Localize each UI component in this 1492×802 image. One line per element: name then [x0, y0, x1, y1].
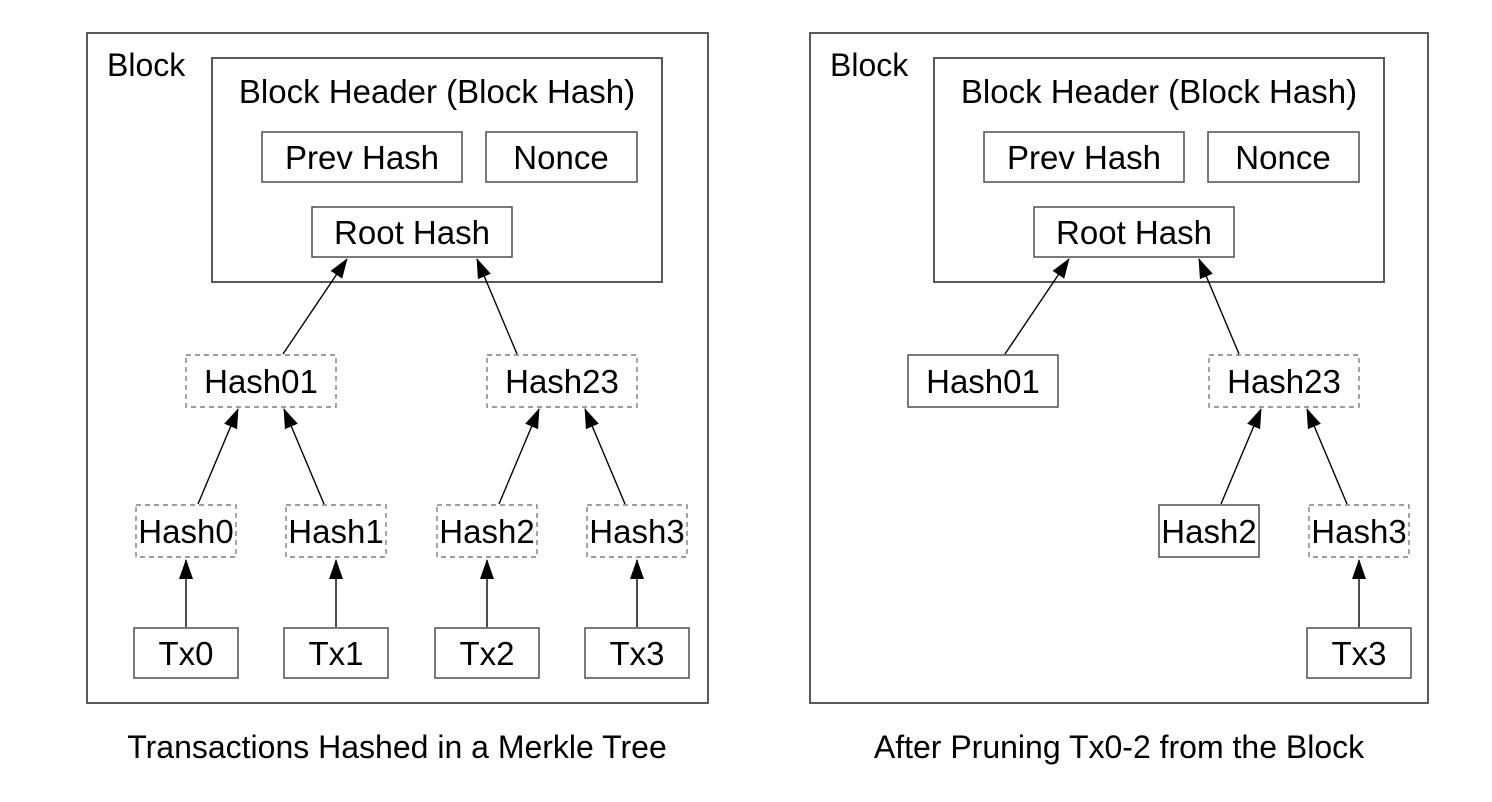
- arrow-right-hash3-to-hash23: [1306, 408, 1348, 505]
- right-hash01-box: [907, 354, 1059, 408]
- left-root-hash-box: [311, 206, 513, 258]
- right-block-header-title: Block Header (Block Hash): [961, 73, 1357, 110]
- left-panel: Block Block Header (Block Hash) Prev Has…: [86, 32, 709, 765]
- left-block-label: Block: [107, 47, 186, 83]
- left-hash01-label: Hash01: [204, 363, 318, 400]
- left-tx2-label: Tx2: [459, 635, 514, 672]
- right-panel: Block Block Header (Block Hash) Prev Has…: [809, 32, 1429, 765]
- left-tx1-box: [283, 627, 389, 679]
- left-tx2-box: [434, 627, 540, 679]
- right-hash3-box: [1308, 504, 1410, 558]
- left-hash2-label: Hash2: [439, 513, 534, 550]
- right-hash01-label: Hash01: [926, 363, 1040, 400]
- right-tx3-label: Tx3: [1331, 635, 1386, 672]
- left-hash1-label: Hash1: [288, 513, 383, 550]
- left-hash3-label: Hash3: [589, 513, 684, 550]
- right-block-label: Block: [830, 47, 909, 83]
- right-block-header-outline: [933, 57, 1385, 283]
- left-nonce-box: [485, 131, 638, 183]
- arrow-hash3-to-hash23: [584, 408, 626, 505]
- left-tx3-label: Tx3: [609, 635, 664, 672]
- right-nonce-box: [1207, 131, 1360, 183]
- arrow-hash23-to-root: [476, 258, 518, 355]
- left-block-header-outline: [211, 57, 663, 283]
- right-root-hash-box: [1033, 206, 1235, 258]
- left-hash01-box: [185, 354, 337, 408]
- right-hash2-box: [1158, 504, 1260, 558]
- left-block-outline: [86, 32, 709, 704]
- right-prev-hash-box: [983, 131, 1185, 183]
- right-nonce-label: Nonce: [1235, 139, 1330, 176]
- left-nonce-label: Nonce: [513, 139, 608, 176]
- arrow-hash01-to-root: [282, 258, 348, 355]
- left-tx0-box: [133, 627, 239, 679]
- right-hash3-label: Hash3: [1311, 513, 1406, 550]
- left-hash23-label: Hash23: [505, 363, 619, 400]
- left-root-hash-label: Root Hash: [334, 214, 490, 251]
- left-tx0-label: Tx0: [158, 635, 213, 672]
- left-hash1-box: [285, 504, 387, 558]
- right-hash23-label: Hash23: [1227, 363, 1341, 400]
- left-hash0-label: Hash0: [138, 513, 233, 550]
- left-hash3-box: [586, 504, 688, 558]
- left-tx1-label: Tx1: [308, 635, 363, 672]
- arrow-hash2-to-hash23: [498, 408, 540, 505]
- right-hash2-label: Hash2: [1161, 513, 1256, 550]
- right-tx3-box: [1306, 627, 1412, 679]
- arrow-right-hash23-to-root: [1198, 258, 1240, 355]
- right-hash23-box: [1208, 354, 1360, 408]
- left-tx3-box: [584, 627, 690, 679]
- left-caption: Transactions Hashed in a Merkle Tree: [127, 729, 667, 765]
- left-hash23-box: [486, 354, 638, 408]
- right-root-hash-label: Root Hash: [1056, 214, 1212, 251]
- left-block-header-title: Block Header (Block Hash): [239, 73, 635, 110]
- arrow-hash0-to-hash01: [197, 408, 239, 505]
- left-prev-hash-box: [261, 131, 463, 183]
- arrow-right-hash2-to-hash23: [1220, 408, 1262, 505]
- left-hash0-box: [135, 504, 237, 558]
- arrow-hash1-to-hash01: [283, 408, 325, 505]
- arrow-right-hash01-to-root: [1004, 258, 1070, 355]
- right-prev-hash-label: Prev Hash: [1007, 139, 1161, 176]
- right-caption: After Pruning Tx0-2 from the Block: [874, 729, 1365, 765]
- left-hash2-box: [436, 504, 538, 558]
- left-prev-hash-label: Prev Hash: [285, 139, 439, 176]
- right-block-outline: [809, 32, 1429, 704]
